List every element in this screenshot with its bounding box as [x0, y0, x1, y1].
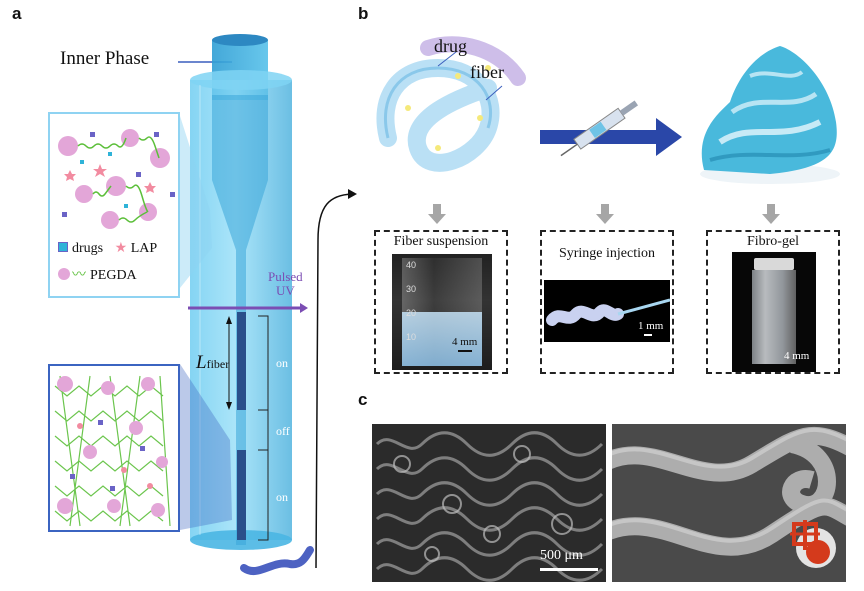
sem-image-high-mag — [612, 424, 846, 582]
scale-500um-label: 500 μm — [540, 548, 583, 563]
syringe-injection-box: Syringe injection 1 mm — [540, 230, 674, 374]
drugs-icon — [58, 242, 68, 252]
fibro-gel-illustration — [700, 46, 840, 184]
l-fiber-main: L — [196, 352, 207, 373]
drug-fiber-illustration — [376, 36, 526, 172]
watermark-logo — [790, 520, 836, 568]
network-callout-box — [48, 364, 180, 532]
beaker-tick-30: 30 — [406, 284, 417, 294]
down-arrow-icon — [428, 204, 446, 224]
legend-drugs-label: drugs — [72, 241, 104, 256]
sem-texture — [612, 426, 846, 556]
fiber-suspension-caption: Fiber suspension — [393, 234, 489, 249]
syringe-injection-caption: Syringe injection — [558, 246, 656, 261]
drug-label: drug — [434, 36, 467, 56]
sem-image-low-mag: 500 μm — [372, 424, 606, 582]
legend-pegda-label: PEGDA — [90, 268, 137, 283]
pulsed-label: Pulsed — [268, 269, 303, 284]
crosslinked-network-illustration — [54, 375, 171, 527]
vial-cap — [754, 258, 794, 270]
scale-1mm-label: 1 mm — [638, 320, 664, 332]
scale-bar — [458, 350, 472, 352]
legend-lap-label: LAP — [130, 241, 158, 256]
vial-body — [752, 270, 796, 364]
pegda-chain-icon: 〰 — [72, 268, 86, 283]
fiber-label: fiber — [470, 62, 504, 82]
beaker-tick-20: 20 — [406, 308, 417, 318]
scale-4mm-label: 4 mm — [452, 336, 478, 348]
legend-pegda: 〰 PEGDA — [58, 264, 137, 284]
on-label-2: on — [276, 490, 288, 504]
legend-drugs: drugs ★ LAP — [58, 240, 157, 257]
lap-icon: ★ — [114, 241, 128, 256]
scale-4mm-label-2: 4 mm — [784, 350, 810, 362]
l-fiber-sub: fiber — [206, 357, 230, 371]
panel-label-c: c — [358, 390, 368, 409]
beaker-photo: 40 30 20 10 4 mm — [392, 254, 492, 370]
fiber-suspension-liquid — [402, 312, 482, 366]
scale-bar — [540, 568, 598, 571]
fiber-suspension-box: Fiber suspension 40 30 20 10 4 mm — [374, 230, 508, 374]
pegda-icon — [58, 268, 70, 280]
pulsed-uv-label: Pulsed UV — [268, 270, 303, 298]
on-label-1: on — [276, 356, 288, 370]
sem-texture — [375, 431, 604, 582]
injection-photo: 1 mm — [544, 280, 670, 342]
down-arrow-icon — [762, 204, 780, 224]
molecule-illustration — [58, 129, 175, 229]
scale-bar — [644, 334, 652, 336]
molecule-callout-box: drugs ★ LAP 〰 PEGDA — [48, 112, 180, 298]
l-fiber-label: Lfiber — [196, 352, 229, 374]
beaker-tick-40: 40 — [406, 260, 417, 270]
beaker-tick-10: 10 — [406, 332, 417, 342]
fibro-gel-caption: Fibro-gel — [746, 234, 800, 249]
panel-label-b: b — [358, 4, 369, 23]
syringe-arrow — [540, 100, 682, 157]
injected-gel-strand — [546, 298, 670, 326]
fibro-gel-box: Fibro-gel 4 mm — [706, 230, 840, 374]
microfluidic-device — [178, 34, 357, 576]
down-arrow-icon — [596, 204, 614, 224]
panel-label-a: a — [12, 4, 22, 23]
inner-phase-label: Inner Phase — [60, 48, 150, 69]
uv-label: UV — [275, 283, 295, 298]
vial-photo: 4 mm — [732, 252, 816, 372]
off-label: off — [276, 424, 290, 438]
